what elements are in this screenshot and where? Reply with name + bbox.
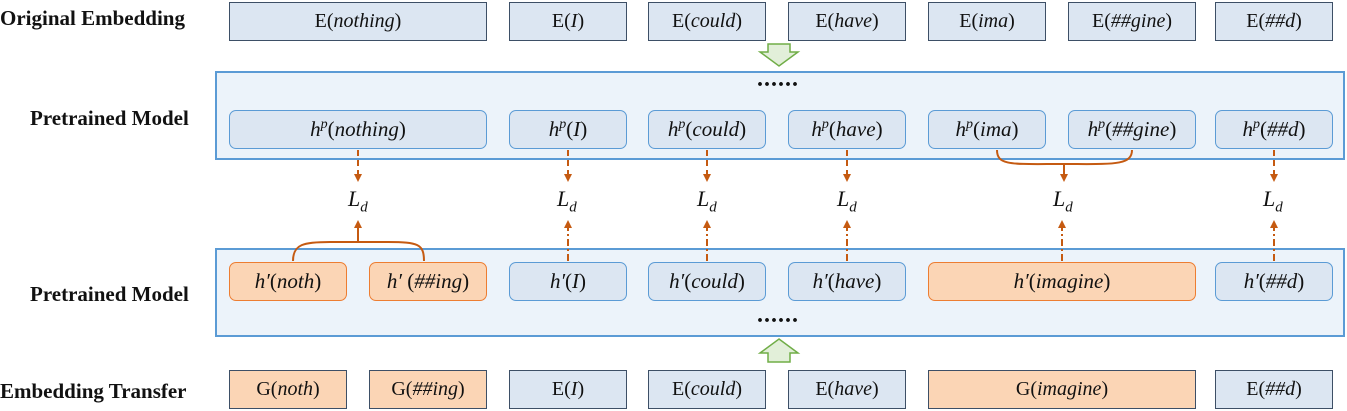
hprime-i: h′(I) — [509, 262, 627, 301]
transfer-emb-have: E(have) — [788, 370, 906, 409]
hp-have: hp(have) — [788, 110, 906, 149]
loss-have: Ld — [835, 186, 859, 217]
hp-nothing: hp(nothing) — [229, 110, 487, 149]
transfer-emb-ing: G(##ing) — [369, 370, 487, 409]
hprime-d: h′(##d) — [1215, 262, 1333, 301]
loss-d: Ld — [1261, 186, 1285, 217]
orig-emb-could: E(could) — [648, 2, 766, 41]
loss-could: Ld — [695, 186, 719, 217]
hp-d: hp(##d) — [1215, 110, 1333, 149]
orig-emb-have: E(have) — [788, 2, 906, 41]
orig-emb-i: E(I) — [509, 2, 627, 41]
embedding-transfer-label: Embedding Transfer — [0, 379, 187, 403]
hprime-have: h′(have) — [788, 262, 906, 301]
transfer-emb-could: E(could) — [648, 370, 766, 409]
hp-could: hp(could) — [648, 110, 766, 149]
pretrained-model-label-bottom: Pretrained Model — [30, 282, 189, 306]
loss-nothing: Ld — [346, 186, 370, 217]
pretrained-model-label-top: Pretrained Model — [30, 106, 189, 130]
transfer-emb-i: E(I) — [509, 370, 627, 409]
ellipsis-bottom: ...... — [757, 302, 799, 328]
orig-emb-nothing: E(nothing) — [229, 2, 487, 41]
orig-emb-d: E(##d) — [1215, 2, 1333, 41]
up-arrow-icon — [757, 338, 801, 363]
transfer-emb-d: E(##d) — [1215, 370, 1333, 409]
transfer-emb-noth: G(noth) — [229, 370, 347, 409]
merge-bracket-top — [996, 149, 1133, 166]
loss-imagine: Ld — [1051, 186, 1075, 217]
hp-i: hp(I) — [509, 110, 627, 149]
merge-bracket-bottom — [292, 241, 425, 262]
hp-ima: hp(ima) — [928, 110, 1046, 149]
orig-emb-gine: E(##gine) — [1068, 2, 1196, 41]
loss-i: Ld — [555, 186, 579, 217]
hprime-noth: h′(noth) — [229, 262, 347, 301]
transfer-emb-imagine: G(imagine) — [928, 370, 1196, 409]
hprime-imagine: h′(imagine) — [928, 262, 1196, 301]
hp-gine: hp(##gine) — [1068, 110, 1196, 149]
ellipsis-top: ...... — [757, 66, 799, 92]
hprime-ing: h′ (##ing) — [369, 262, 487, 301]
hprime-could: h′(could) — [648, 262, 766, 301]
original-embedding-label: Original Embedding — [0, 6, 185, 30]
orig-emb-ima: E(ima) — [928, 2, 1046, 41]
down-arrow-icon — [757, 43, 801, 67]
